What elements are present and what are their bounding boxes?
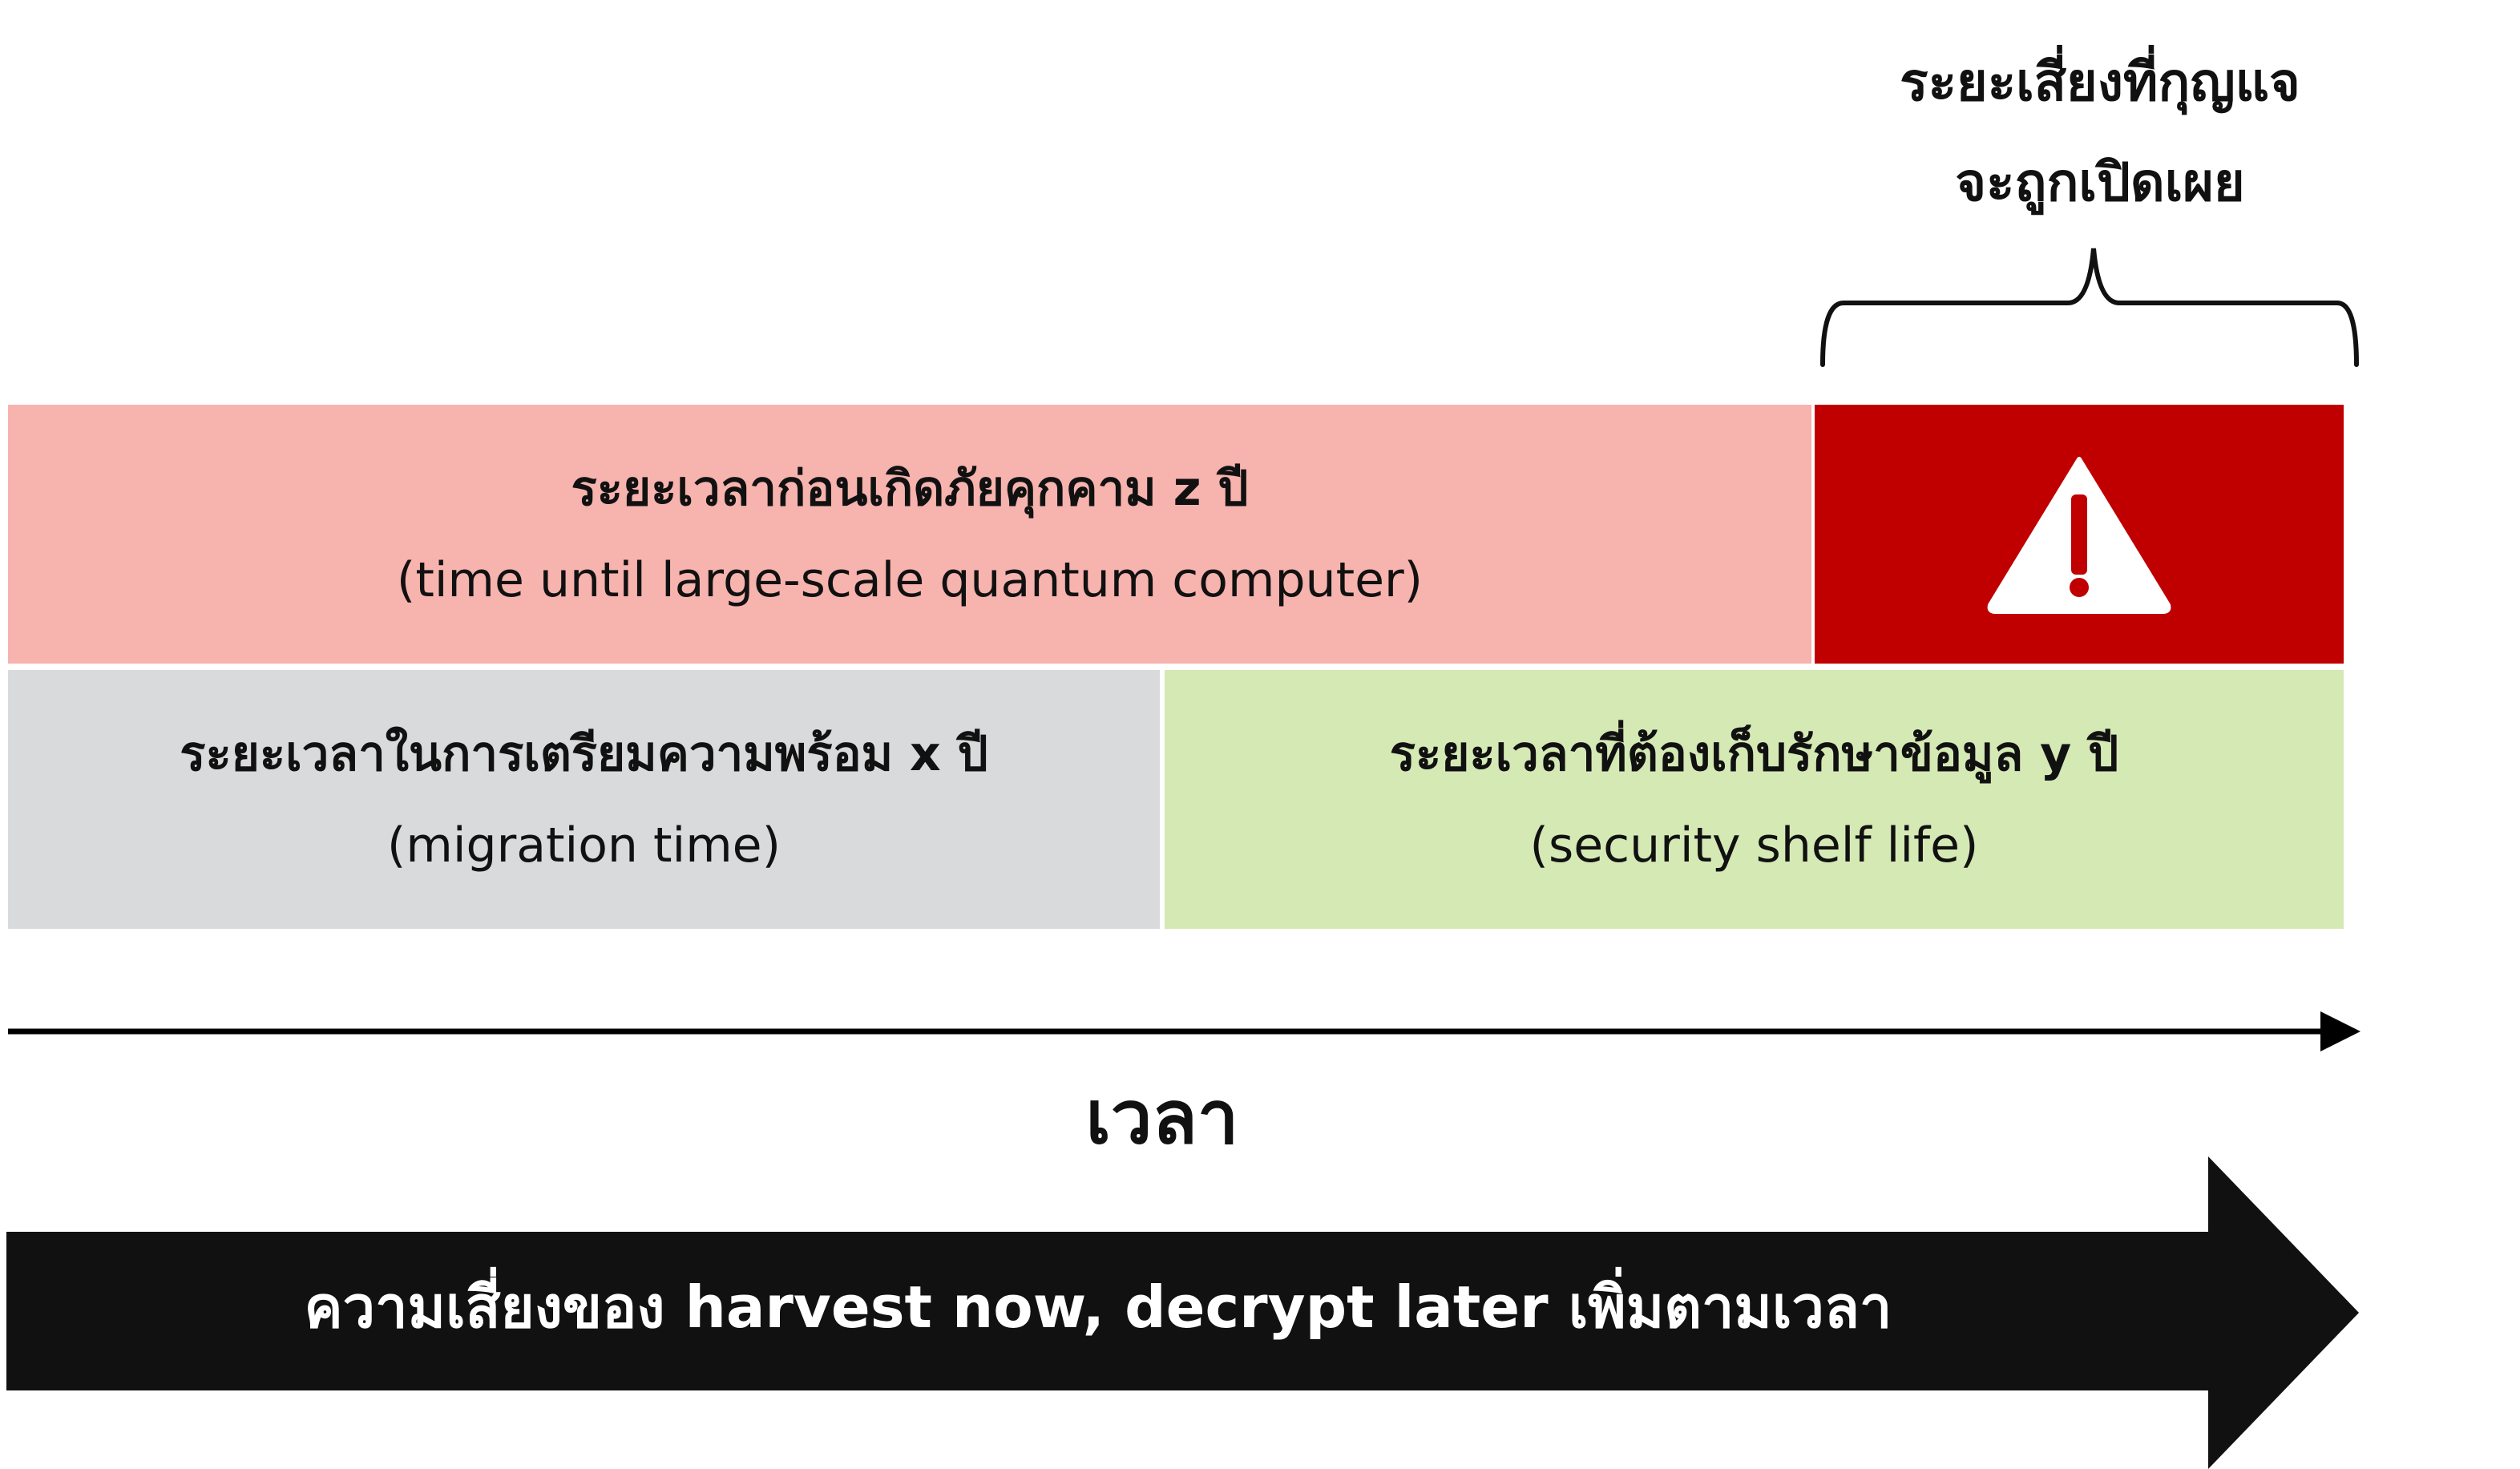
migration-period-thai: ระยะเวลาในการเตรียมความพร้อม x ปี: [180, 725, 988, 782]
migration-period-english: (migration time): [386, 817, 781, 874]
warning-triangle-icon: [1987, 456, 2171, 614]
threat-period-english: (time until large-scale quantum computer…: [396, 551, 1424, 608]
danger-zone-box: [1815, 405, 2344, 664]
shelf-life-period-english: (security shelf life): [1529, 817, 1979, 874]
time-axis-label: เวลา: [1085, 1075, 1239, 1160]
time-axis-arrowhead: [2320, 1011, 2360, 1051]
migration-period-box: ระยะเวลาในการเตรียมความพร้อม x ปี (migra…: [8, 670, 1160, 929]
shelf-life-period-thai: ระยะเวลาที่ต้องเก็บรักษาข้อมูล y ปี: [1389, 725, 2119, 782]
risk-arrow-text: ความเสี่ยงของ harvest now, decrypt later…: [304, 1273, 1892, 1341]
risk-window-label-line2: จะถูกเปิดเผย: [1955, 151, 2245, 214]
risk-arrow-shape: [6, 1156, 2359, 1469]
risk-window-brace: [1820, 248, 2359, 367]
risk-window-label: ระยะเสี่ยงที่กุญแจ จะถูกเปิดเผย: [1747, 32, 2453, 233]
threat-period-box: ระยะเวลาก่อนเกิดภัยคุกคาม z ปี (time unt…: [8, 405, 1811, 664]
shelf-life-period-box: ระยะเวลาที่ต้องเก็บรักษาข้อมูล y ปี (sec…: [1165, 670, 2344, 929]
risk-window-label-line1: ระยะเสี่ยงที่กุญแจ: [1900, 51, 2300, 113]
threat-period-thai: ระยะเวลาก่อนเกิดภัยคุกคาม z ปี: [571, 460, 1249, 517]
